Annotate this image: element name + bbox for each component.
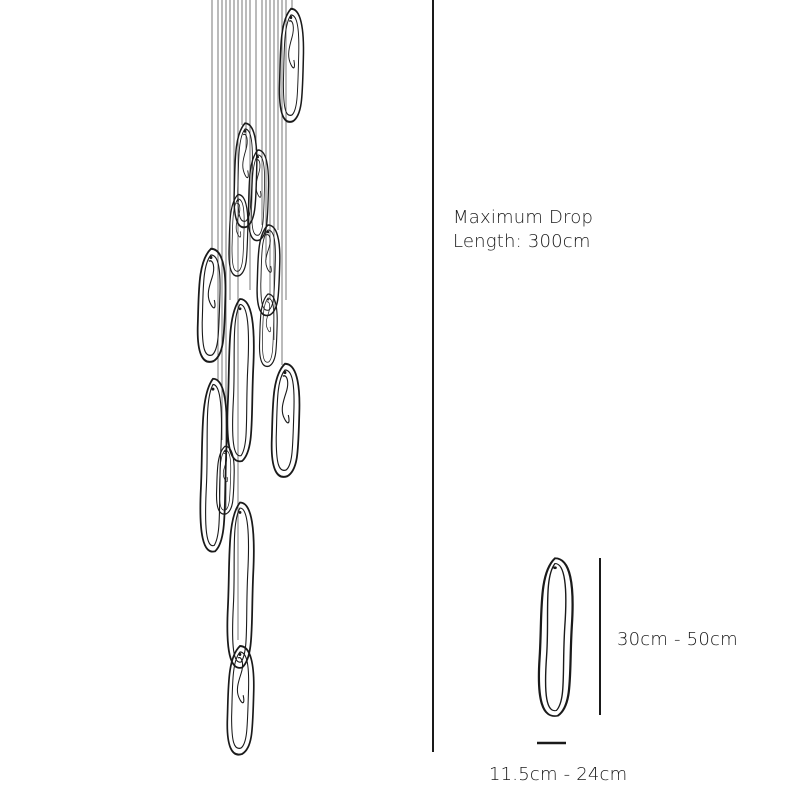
pendant-cluster bbox=[196, 7, 305, 756]
pendant bbox=[226, 501, 255, 669]
pendant bbox=[196, 247, 227, 363]
pendant-height-label: 30cm - 50cm bbox=[617, 629, 738, 650]
max-drop-label-line1: Maximum Drop bbox=[453, 207, 594, 228]
pendant bbox=[233, 122, 258, 229]
pendant-width-label: 11.5cm - 24cm bbox=[489, 764, 628, 785]
pendant bbox=[278, 7, 305, 123]
pendant bbox=[270, 362, 301, 478]
pendant-detail bbox=[537, 557, 574, 718]
suspension-wires bbox=[211, 0, 293, 640]
pendant bbox=[226, 298, 255, 463]
pendant bbox=[258, 293, 278, 368]
pendant bbox=[199, 377, 228, 553]
max-drop-label-line2: Length: 300cm bbox=[453, 231, 591, 252]
